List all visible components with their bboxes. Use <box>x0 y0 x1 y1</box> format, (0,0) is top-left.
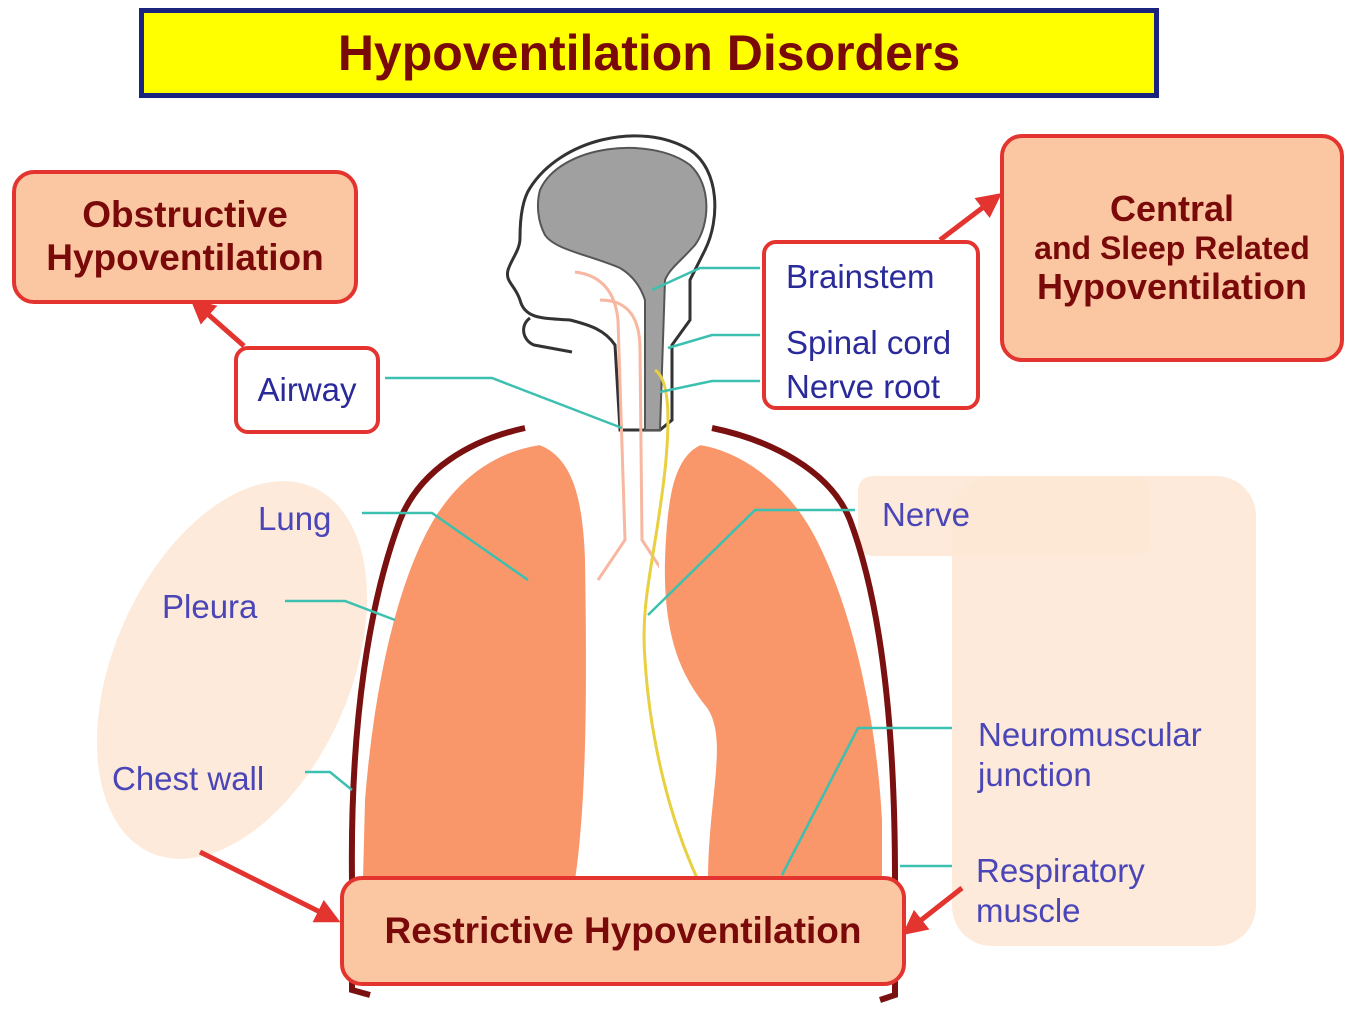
pleura-label: Pleura <box>162 588 257 626</box>
jaw-outline <box>524 318 572 352</box>
neuromuscular-label-line1: Neuromuscular <box>978 716 1202 754</box>
right-lung <box>662 442 885 880</box>
airway-label-box: Airway <box>234 346 380 434</box>
central-hypoventilation-box: Central and Sleep Related Hypoventilatio… <box>1000 134 1344 362</box>
arrow-chestwall-to-restrictive <box>200 852 336 920</box>
chest-wall-label: Chest wall <box>112 760 264 798</box>
left-lung <box>360 442 589 880</box>
obstructive-line1: Obstructive <box>82 194 288 237</box>
respiratory-muscle-label-line1: Respiratory <box>976 852 1145 890</box>
obstructive-line2: Hypoventilation <box>46 237 324 280</box>
leader-chest-wall <box>305 772 352 790</box>
leader-spinal-cord <box>668 335 760 348</box>
arrow-neuro-to-central <box>940 196 998 240</box>
nerve-root-label: Nerve root <box>786 368 940 406</box>
neural-label-box: Brainstem Spinal cord Nerve root <box>762 240 980 410</box>
leader-airway <box>385 378 622 428</box>
central-line3: Hypoventilation <box>1037 266 1307 307</box>
central-line1: Central <box>1110 188 1234 229</box>
brainstem-label: Brainstem <box>786 258 935 296</box>
restrictive-hypoventilation-box: Restrictive Hypoventilation <box>340 876 906 986</box>
respiratory-muscle-label-line2: muscle <box>976 892 1081 930</box>
nerve-label: Nerve <box>882 496 970 534</box>
page-title: Hypoventilation Disorders <box>139 8 1159 98</box>
airway-label: Airway <box>257 371 356 409</box>
arrow-airway-to-obstructive <box>194 302 244 346</box>
restrictive-label: Restrictive Hypoventilation <box>384 910 861 953</box>
obstructive-hypoventilation-box: Obstructive Hypoventilation <box>12 170 358 304</box>
spinal-cord-label: Spinal cord <box>786 324 951 362</box>
central-line2: and Sleep Related <box>1034 230 1310 267</box>
lung-label: Lung <box>258 500 331 538</box>
neuromuscular-label-line2: junction <box>978 756 1092 794</box>
leader-nerve-root <box>660 381 760 392</box>
